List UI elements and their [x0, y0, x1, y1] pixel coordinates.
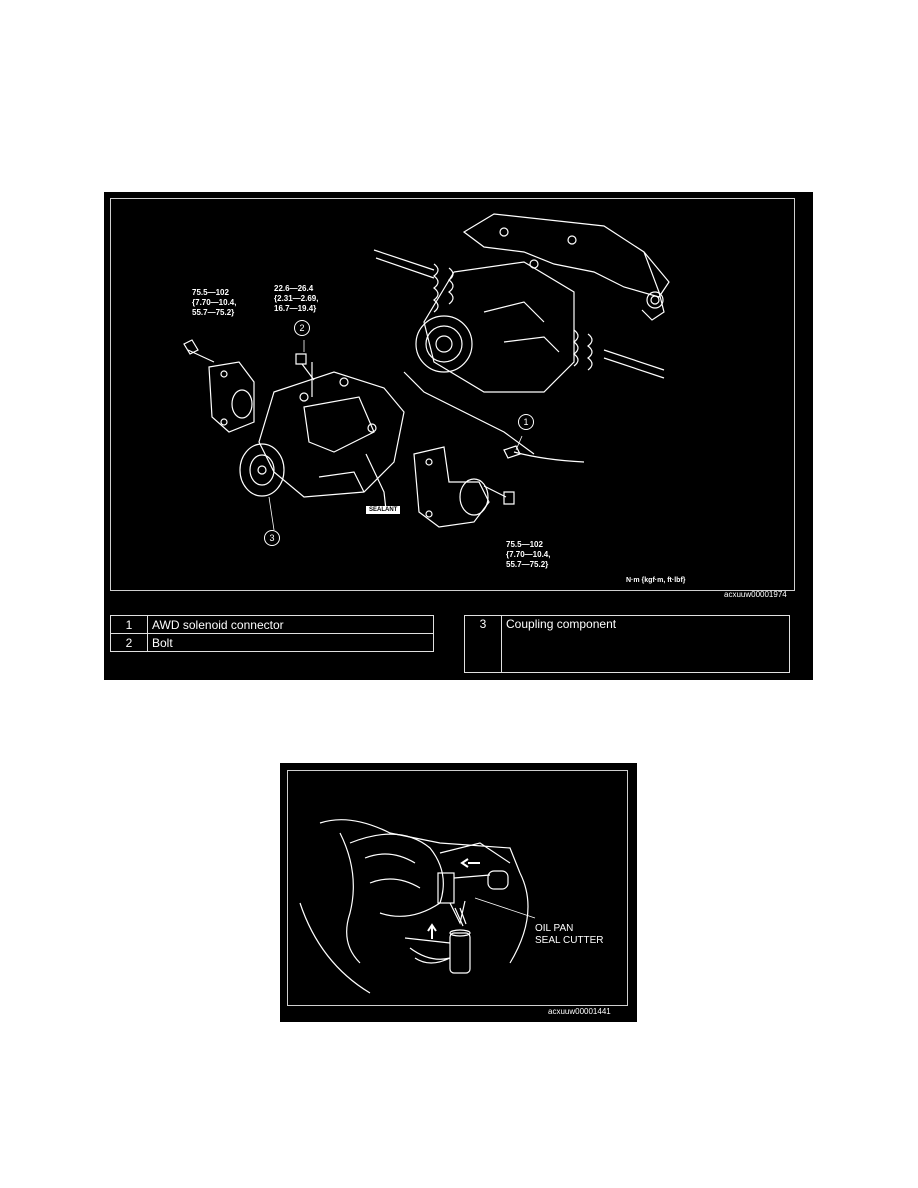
figure-code: acxuuw00001441	[548, 1007, 611, 1016]
oil-pan-seal-cutter-label: OIL PAN SEAL CUTTER	[535, 923, 604, 946]
illustration-frame	[287, 770, 628, 1006]
legend-row: 3 Coupling component	[464, 615, 790, 673]
seal-cutter-line-art	[299, 819, 536, 994]
legend-number: 1	[110, 615, 148, 634]
legend-table-left: 1 AWD solenoid connector 2 Bolt	[110, 615, 434, 652]
legend-row: 1 AWD solenoid connector	[110, 615, 434, 634]
sealant-tag: SEALANT	[366, 506, 401, 514]
diagram-frame	[110, 198, 795, 591]
torque-spec-bolt: 22.6—26.4 {2.31—2.69, 16.7—19.4}	[274, 284, 319, 313]
coupling-exploded-diagram: 75.5—102 {7.70—10.4, 55.7—75.2} 22.6—26.…	[104, 192, 813, 680]
callout-3: 3	[264, 530, 280, 546]
coupling-line-art	[183, 213, 670, 531]
legend-label: Bolt	[147, 633, 434, 652]
units-label: N·m {kgf·m, ft·lbf}	[626, 577, 686, 584]
callout-1: 1	[518, 414, 534, 430]
torque-spec-bottom: 75.5—102 {7.70—10.4, 55.7—75.2}	[506, 540, 551, 569]
legend-number: 2	[110, 633, 148, 652]
legend-table-right: 3 Coupling component	[464, 615, 790, 673]
legend-label: AWD solenoid connector	[147, 615, 434, 634]
legend-number: 3	[464, 615, 502, 673]
legend-row: 2 Bolt	[110, 633, 434, 652]
oil-pan-seal-cutter-illustration: OIL PAN SEAL CUTTER acxuuw00001441	[280, 763, 637, 1022]
callout-2: 2	[294, 320, 310, 336]
torque-spec-left: 75.5—102 {7.70—10.4, 55.7—75.2}	[192, 288, 237, 317]
figure-code: acxuuw00001974	[724, 590, 787, 599]
legend-label: Coupling component	[501, 615, 790, 673]
